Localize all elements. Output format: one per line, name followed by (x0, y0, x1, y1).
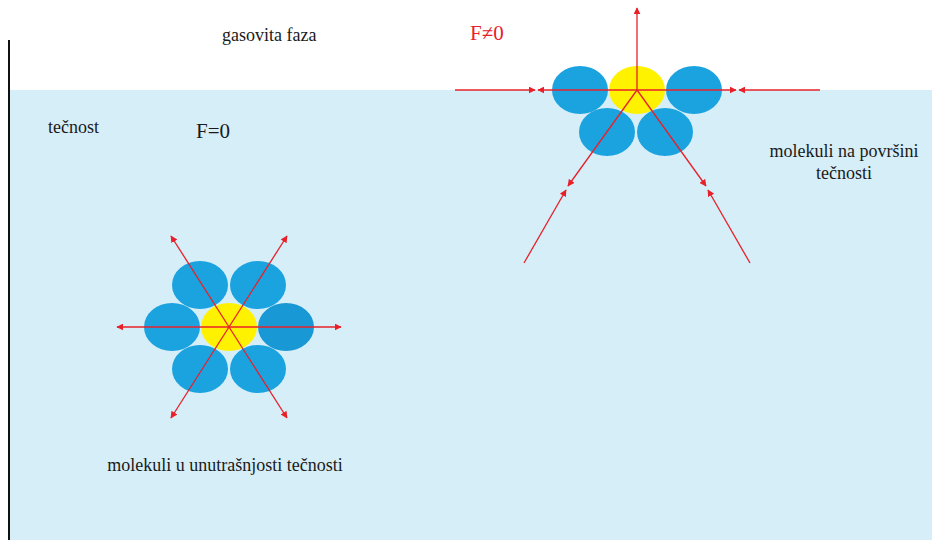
force-label: F≠0 (470, 22, 530, 44)
inner-forces (117, 236, 341, 418)
caption-label: molekuli na površini tečnosti (762, 140, 926, 184)
force-label: F=0 (196, 120, 256, 142)
caption-label: molekuli u unutrašnjosti tečnosti (60, 454, 390, 476)
phase-label: tečnost (48, 116, 148, 138)
phase-label: gasovita faza (222, 24, 382, 46)
vessel-wall (8, 40, 10, 540)
liquid-region (10, 90, 932, 540)
surface-forces (455, 8, 820, 263)
